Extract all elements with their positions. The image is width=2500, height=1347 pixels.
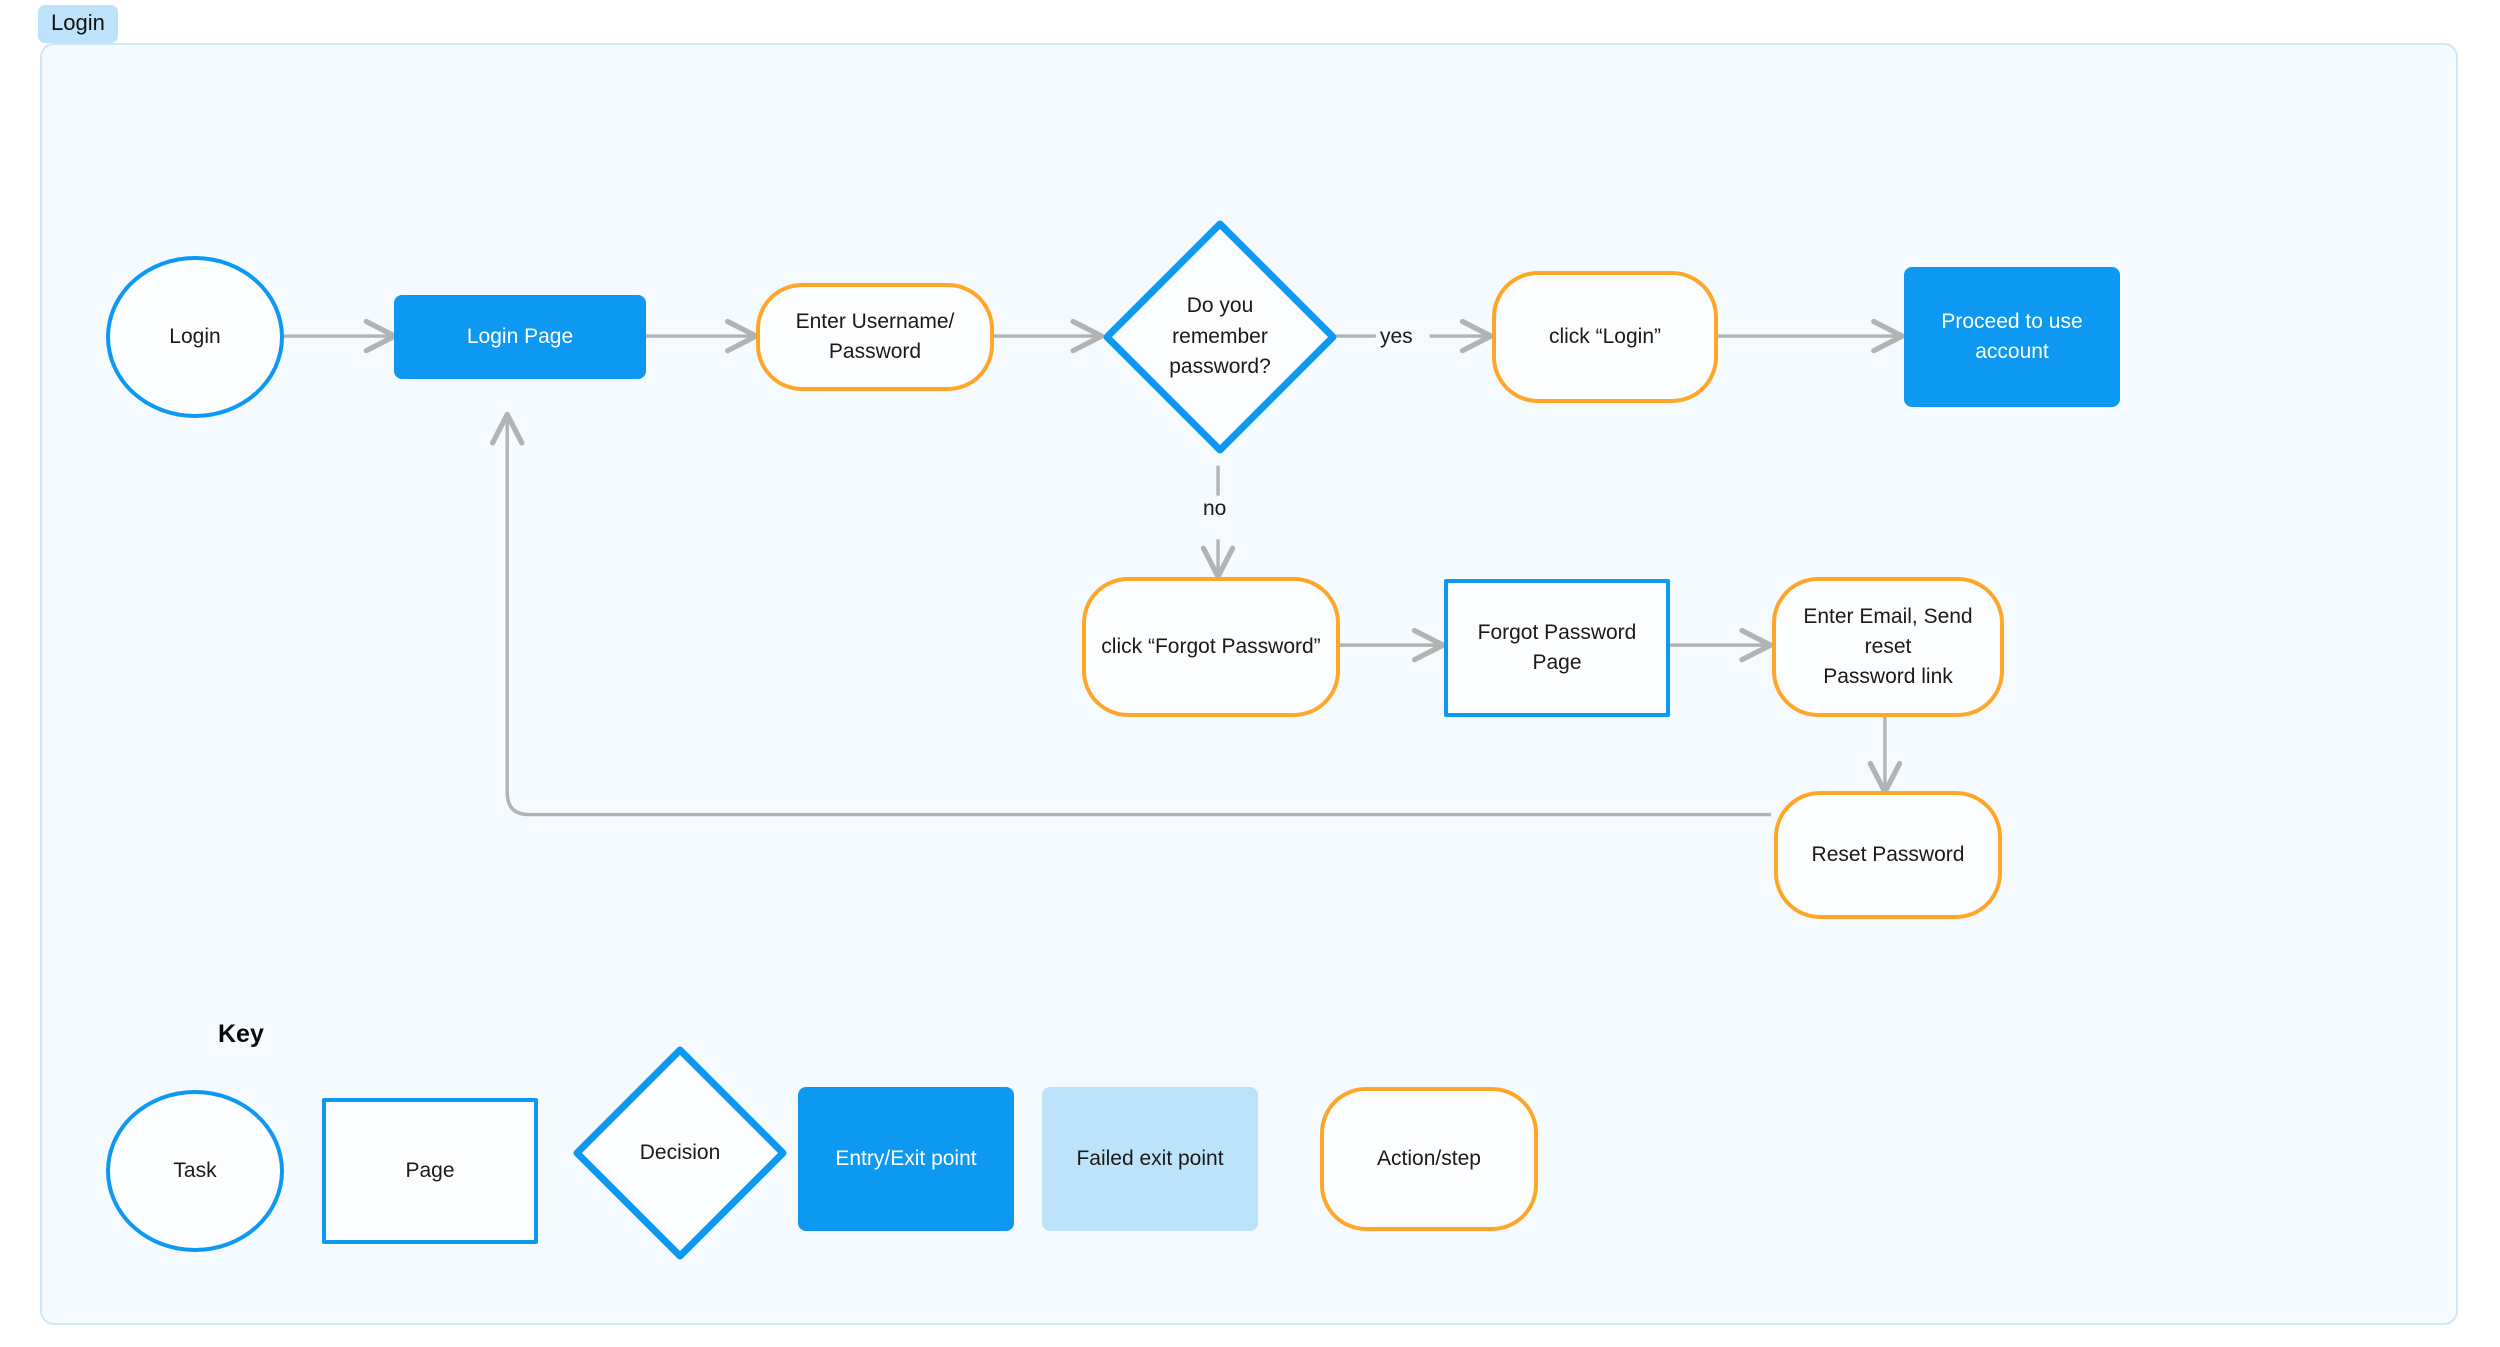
node-proceed-to-use-account[interactable]: Proceed to use account (1904, 267, 2120, 407)
node-enter-email-send-reset-link-label: Enter Email, Send reset Password link (1803, 605, 1973, 688)
node-enter-credentials[interactable]: Enter Username/ Password (756, 283, 994, 391)
node-login[interactable]: Login (106, 256, 284, 418)
edge-layer (283, 318, 1905, 817)
node-proceed-to-use-account-label: Proceed to use account (1941, 310, 2083, 363)
edge-label-yes: yes (1380, 325, 1413, 348)
key-decision-diamond-icon (573, 1046, 787, 1260)
key-item-entry-exit-point-label: Entry/Exit point (835, 1147, 977, 1171)
key-item-task: Task (106, 1090, 284, 1252)
node-forgot-password-page[interactable]: Forgot Password Page (1444, 579, 1670, 717)
edge-reset-pw-to-login-page (490, 411, 1772, 817)
node-reset-password-label: Reset Password (1811, 843, 1965, 867)
diagram-canvas[interactable]: yes no Login Login Page Enter Username/ … (40, 43, 2458, 1325)
node-click-login[interactable]: click “Login” (1492, 271, 1718, 403)
key-item-failed-exit-point: Failed exit point (1042, 1087, 1258, 1231)
node-click-forgot-password[interactable]: click “Forgot Password” (1082, 577, 1340, 717)
key-item-task-label: Task (173, 1159, 217, 1183)
tab-login[interactable]: Login (38, 5, 118, 43)
key-item-action-step: Action/step (1320, 1087, 1538, 1231)
node-remember-password[interactable]: Do you remember password? (1102, 219, 1338, 455)
node-login-page-label: Login Page (466, 325, 574, 349)
key-item-page-label: Page (405, 1159, 455, 1183)
key-item-decision: Decision (572, 1045, 788, 1261)
edge-label-no: no (1203, 497, 1227, 520)
key-item-action-step-label: Action/step (1377, 1147, 1481, 1171)
node-click-forgot-password-label: click “Forgot Password” (1101, 635, 1321, 659)
key-item-page: Page (322, 1098, 538, 1244)
node-remember-password-label: Do you remember password? (1169, 294, 1271, 379)
tab-bar: Login (38, 5, 118, 43)
key-item-decision-label: Decision (639, 1140, 721, 1164)
node-enter-email-send-reset-link[interactable]: Enter Email, Send reset Password link (1772, 577, 2004, 717)
key-title: Key (218, 1020, 264, 1048)
key-item-entry-exit-point: Entry/Exit point (798, 1087, 1014, 1231)
decision-diamond-icon (1103, 220, 1337, 454)
node-login-page[interactable]: Login Page (394, 295, 646, 379)
key-item-failed-exit-point-label: Failed exit point (1076, 1147, 1224, 1171)
node-enter-credentials-label: Enter Username/ Password (795, 310, 955, 363)
node-forgot-password-page-label: Forgot Password Page (1477, 621, 1637, 674)
node-login-label: Login (169, 325, 221, 349)
node-reset-password[interactable]: Reset Password (1774, 791, 2002, 919)
node-click-login-label: click “Login” (1548, 325, 1662, 349)
